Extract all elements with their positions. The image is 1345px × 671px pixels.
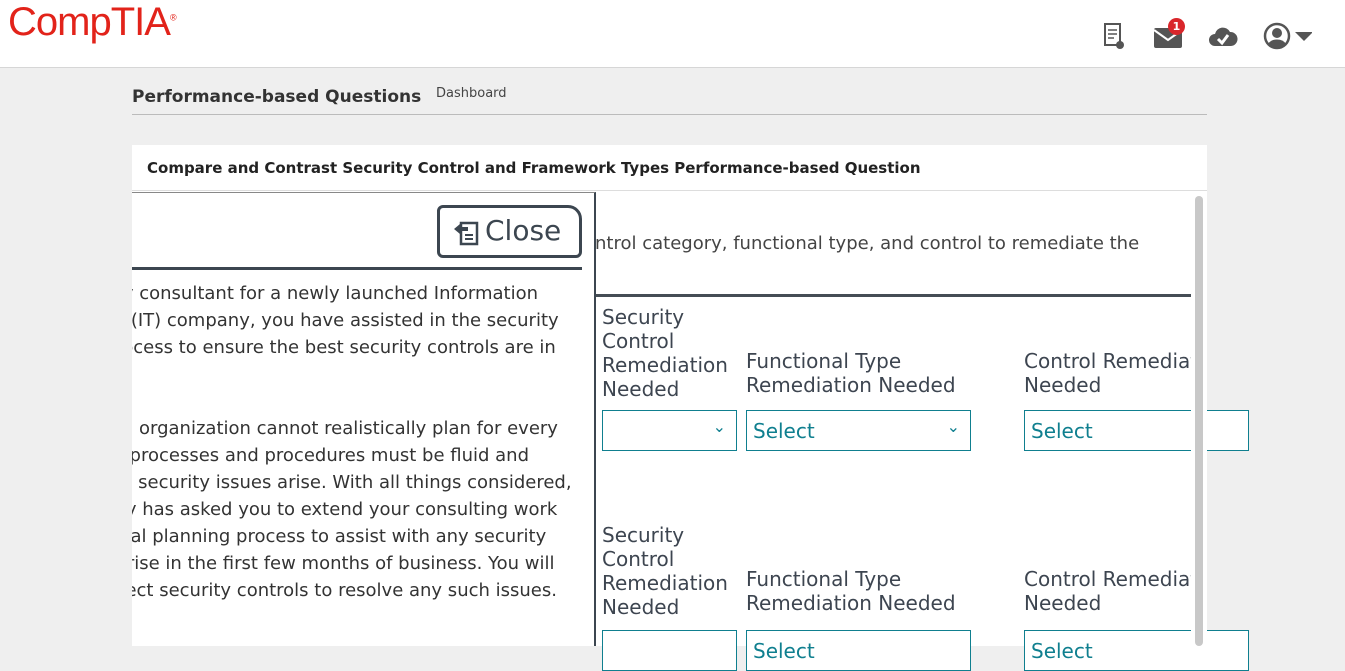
functional-type-select[interactable]: Select⌄ xyxy=(746,410,971,451)
scenario-panel: ario Close urity consultant for a newly … xyxy=(132,192,596,646)
control-remediation-select[interactable]: Select xyxy=(1024,630,1249,671)
security-control-select[interactable] xyxy=(602,630,737,671)
question-title: Compare and Contrast Security Control an… xyxy=(132,145,1207,191)
chevron-down-icon: ⌄ xyxy=(712,417,726,436)
control-remediation-select[interactable]: Select xyxy=(1024,410,1249,451)
close-panel-icon xyxy=(454,221,479,246)
cloud-check-icon[interactable] xyxy=(1208,22,1238,50)
top-header: CompTIA® 1 xyxy=(0,0,1345,68)
certificate-icon[interactable] xyxy=(1100,22,1130,50)
divider xyxy=(132,114,1207,115)
scenario-text: urity consultant for a newly launched In… xyxy=(132,283,572,601)
user-icon[interactable] xyxy=(1262,22,1312,50)
dashboard-link[interactable]: Dashboard xyxy=(436,86,507,101)
divider xyxy=(595,294,1191,297)
close-button[interactable]: Close xyxy=(437,205,582,258)
comptia-logo[interactable]: CompTIA® xyxy=(8,0,177,44)
instructions-text: ntrol category, functional type, and con… xyxy=(595,233,1140,254)
security-control-select[interactable]: ⌄ xyxy=(602,410,737,451)
scrollbar[interactable] xyxy=(1195,196,1203,646)
functional-type-select[interactable]: Select xyxy=(746,630,971,671)
mail-badge: 1 xyxy=(1168,18,1185,35)
page-title: Performance-based Questions xyxy=(132,87,422,107)
divider xyxy=(132,267,582,270)
chevron-down-icon: ⌄ xyxy=(946,417,960,436)
